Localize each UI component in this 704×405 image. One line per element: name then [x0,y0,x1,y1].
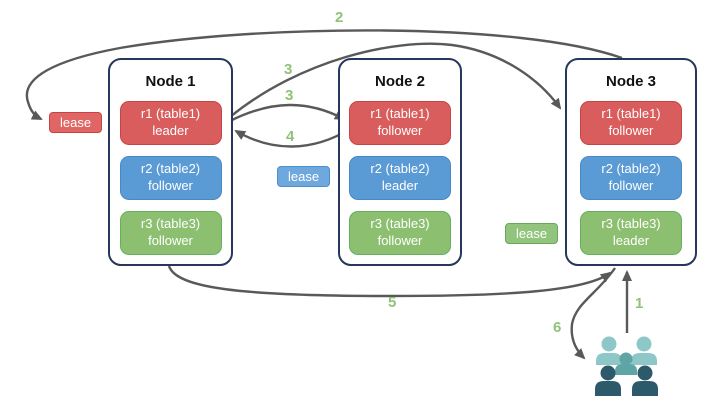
node-1-replica-r3: r3 (table3) follower [119,211,222,255]
users-group-icon [595,336,658,396]
replica-role: follower [148,233,193,248]
replica-name: r2 (table2) [601,161,661,177]
replica-name: r2 (table2) [140,161,201,177]
replica-name: r3 (table3) [601,216,661,232]
node-3-replica-r3: r3 (table3) leader [580,211,682,255]
replica-role: follower [608,123,654,138]
replica-role: leader [152,123,189,138]
replica-name: r1 (table1) [601,106,661,122]
node-1-title: Node 1 [145,73,196,90]
arrow-step-5 [167,265,612,298]
step-label-2: 2 [335,9,344,26]
node-3-replica-r2: r2 (table2) follower [580,156,682,200]
node-1: Node 1 r1 (table1) leader r2 (table2) fo… [108,58,233,266]
node-2-replica-r1: r1 (table1) follower [349,101,451,145]
replica-role: follower [148,178,193,193]
step-label-5: 5 [388,294,397,311]
step-label-4: 4 [286,128,295,145]
lease-label-red: lease [49,112,103,133]
step-label-1: 1 [635,295,644,312]
step-label-6: 6 [553,319,562,336]
node-3-title: Node 3 [605,73,656,90]
node-1-replica-r1: r1 (table1) leader [119,101,222,145]
node-1-replica-r2: r2 (table2) follower [119,156,222,200]
node-3-replica-r1: r1 (table1) follower [580,101,682,145]
node-3: Node 3 r1 (table1) follower r2 (table2) … [565,58,697,266]
replica-name: r1 (table1) [140,106,201,122]
step-label-3a: 3 [284,61,293,78]
replica-name: r3 (table3) [140,216,201,232]
node-2: Node 2 r1 (table1) follower r2 (table2) … [338,58,462,266]
node-2-replica-r2: r2 (table2) leader [349,156,451,200]
arrow-step-3-to-node2 [229,103,346,123]
replica-role: leader [381,178,419,193]
lease-label-green: lease [505,223,559,244]
replica-role: follower [608,178,654,193]
replica-role: follower [377,123,423,138]
replica-name: r2 (table2) [370,161,430,177]
replica-name: r3 (table3) [370,216,430,232]
lease-label-blue: lease [277,166,331,187]
step-label-3b: 3 [285,87,294,104]
replica-role: follower [377,233,423,248]
replica-role: leader [612,233,650,248]
replica-name: r1 (table1) [370,106,430,122]
node-2-title: Node 2 [374,73,425,90]
node-2-replica-r3: r3 (table3) follower [349,211,451,255]
